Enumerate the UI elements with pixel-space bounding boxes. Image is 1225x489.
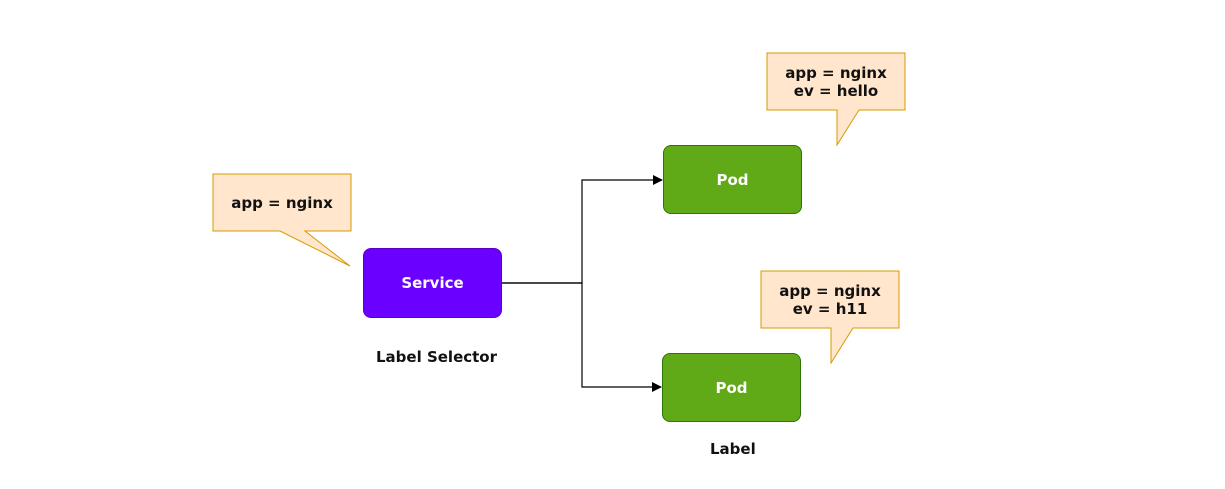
pod-bottom-callout-text: app = nginx ev = h11 [761,271,899,328]
pod-node-top[interactable]: Pod [663,145,802,214]
service-label-callout [212,173,352,267]
pod-top-callout-line-app: app = nginx [785,63,887,82]
label-caption: Label [710,440,756,458]
label-selector-caption: Label Selector [376,348,498,366]
service-callout-line: app = nginx [231,193,333,212]
pod-node-bottom-label: Pod [715,378,748,397]
pod-top-callout-text: app = nginx ev = hello [767,53,905,110]
pod-bottom-callout-line-app: app = nginx [779,281,881,300]
pod-node-top-label: Pod [716,170,749,189]
service-node[interactable]: Service [363,248,502,318]
pod-top-label-callout [766,52,906,147]
pod-bottom-label-callout [760,270,900,365]
service-to-pod-bottom-edge [502,282,662,392]
pod-bottom-callout-line-ev: ev = h11 [792,299,868,318]
service-callout-text: app = nginx [213,174,351,231]
service-node-label: Service [401,274,464,292]
pod-top-callout-line-ev: ev = hello [793,81,879,100]
service-to-pod-top-edge [502,175,663,284]
pod-node-bottom[interactable]: Pod [662,353,801,422]
